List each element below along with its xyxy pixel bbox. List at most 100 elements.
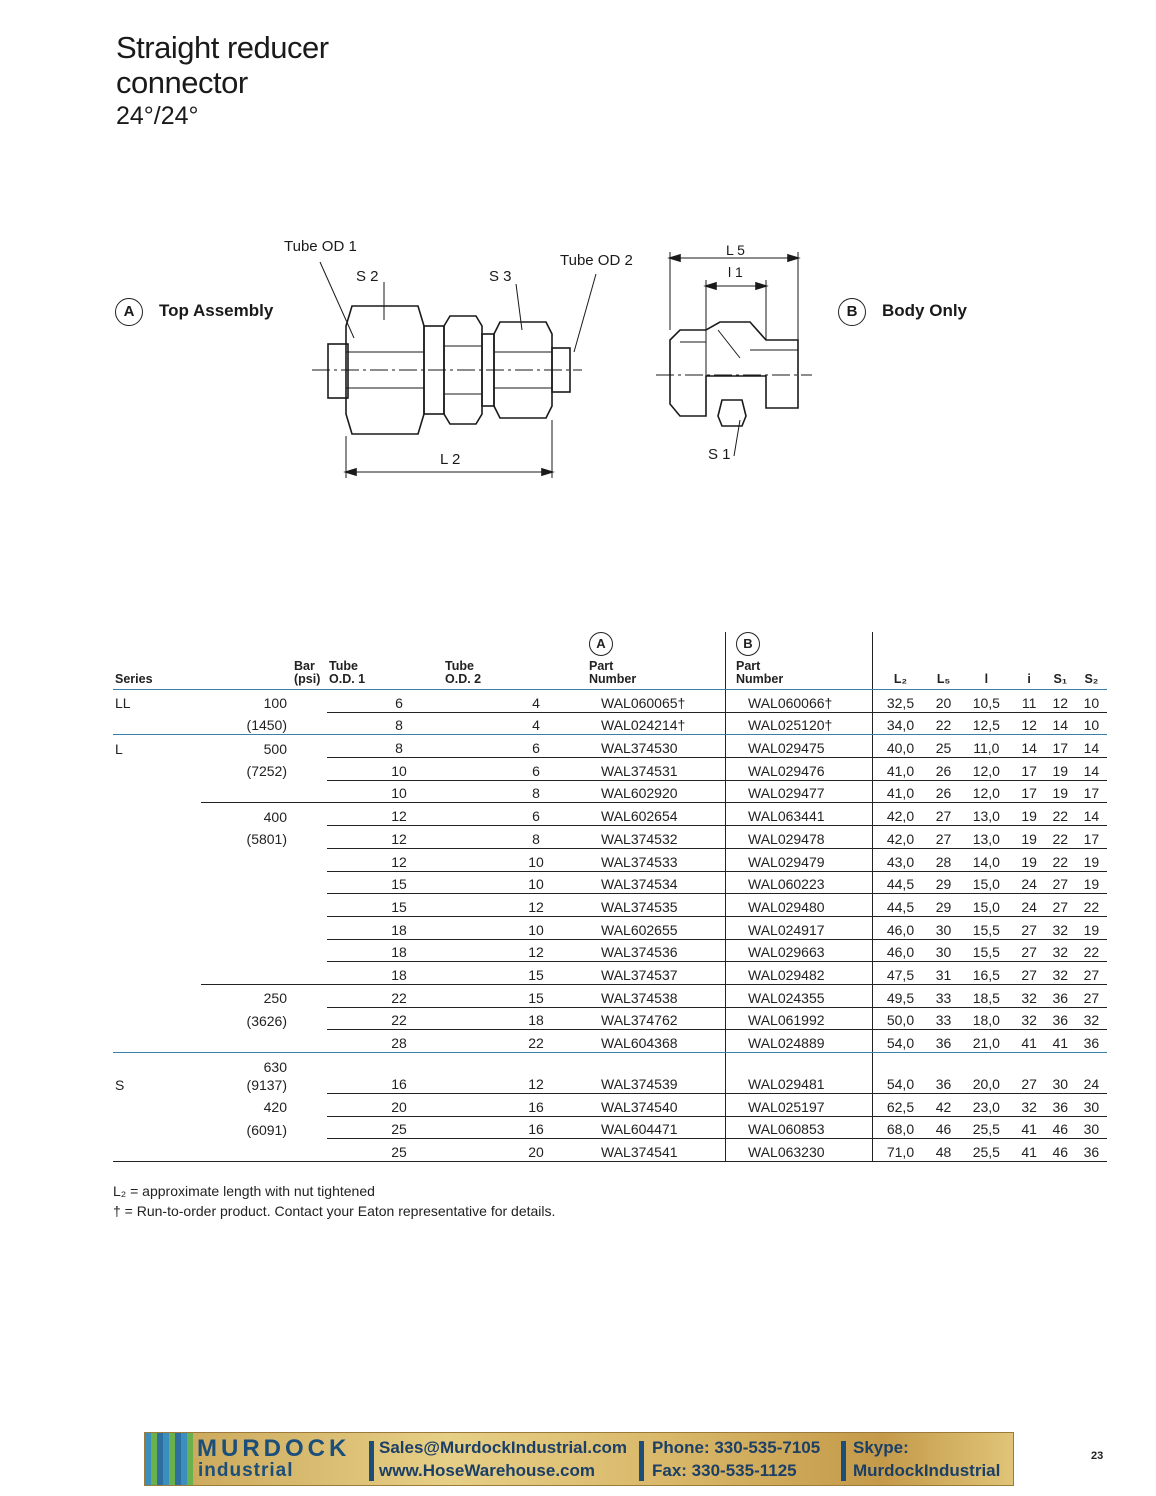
cell-l5: 27 [927,802,960,827]
cell-bar [201,1029,327,1053]
cell-i: 19 [1013,848,1045,872]
body-only-label: Body Only [882,301,968,320]
cell-series [113,712,201,736]
cell-s1: 22 [1044,848,1076,872]
cell-bar [201,961,327,985]
cell-i: 41 [1013,1116,1045,1140]
cell-i: 12 [1013,712,1045,736]
cell-l5: 42 [927,1093,960,1117]
cell-l5: 36 [927,1052,960,1094]
cell-od1: 15 [327,893,443,917]
cell-bar [201,848,327,871]
cell-od1: 22 [327,984,443,1008]
cell-l2: 42,0 [872,825,928,849]
cell-s1: 27 [1044,893,1076,917]
tube-od2-label: Tube OD 2 [560,252,633,269]
cell-s2: 30 [1075,1116,1107,1140]
cell-series [113,848,201,871]
cell-od2: 15 [443,961,579,985]
cell-i: 27 [1013,1052,1045,1094]
cell-bar: (6091) [246,1121,287,1138]
cell-od2: 15 [443,984,579,1008]
cell-s2: 17 [1075,780,1107,804]
cell-part-b: WAL029478 [725,825,873,849]
cell-s1: 36 [1044,1093,1076,1117]
col-bar-l2: (psi) [294,672,321,686]
col-pa-l1: Part [589,659,614,673]
col-l: l [959,632,1014,690]
cell-l: 25,5 [959,1116,1014,1140]
circle-b-icon: B [736,632,760,656]
cell-s1: 17 [1044,734,1076,759]
cell-i: 19 [1013,825,1045,849]
cell-part-b: WAL025120† [725,712,873,736]
cell-l2: 47,5 [872,961,928,985]
cell-s1: 19 [1044,780,1076,804]
col-bar: Bar(psi) [201,632,327,690]
cell-i: 27 [1013,961,1045,985]
cell-part-a: WAL374536 [579,939,726,963]
cell-od1: 12 [327,802,443,827]
cell-part-a: WAL602920 [579,780,726,804]
cell-part-a: WAL060065† [579,689,726,713]
cell-s1: 46 [1044,1116,1076,1140]
cell-i: 17 [1013,757,1045,781]
cell-bar [201,894,327,917]
cell-od1: 25 [327,1138,443,1163]
cell-part-a: WAL374531 [579,757,726,781]
cell-s1: 32 [1044,916,1076,940]
cell-bar [201,780,327,804]
cell-part-a: WAL374540 [579,1093,726,1117]
cell-bar: (7252) [246,763,287,780]
cell-l2: 54,0 [872,1052,928,1094]
cell-i: 27 [1013,939,1045,963]
cell-od1: 18 [327,939,443,963]
col-s2: S₂ [1075,632,1107,690]
footer-web[interactable]: www.HoseWarehouse.com [379,1461,596,1480]
page-number: 23 [1091,1450,1104,1462]
cell-od2: 20 [443,1138,579,1163]
cell-series [113,826,201,849]
cell-bar: 630(9137) [201,1053,327,1094]
cell-i: 11 [1013,689,1045,713]
cell-od1: 28 [327,1029,443,1053]
cell-s2: 19 [1075,848,1107,872]
cell-series [113,1029,201,1053]
col-l2: L₂ [872,632,928,690]
cell-part-a: WAL602655 [579,916,726,940]
cell-bar: 420 [263,1099,287,1116]
cell-l5: 28 [927,848,960,872]
cell-l2: 44,5 [872,893,928,917]
cell-od1: 12 [327,825,443,849]
page-subtitle: 24°/24° [116,102,199,130]
footer-email[interactable]: Sales@MurdockIndustrial.com [379,1438,628,1457]
l5-label: L 5 [726,242,745,258]
cell-od2: 6 [443,802,579,827]
cell-part-a: WAL374538 [579,984,726,1008]
cell-s1: 46 [1044,1138,1076,1163]
cell-s2: 14 [1075,802,1107,827]
footer-skype-id: MurdockIndustrial [853,1461,1001,1480]
cell-od1: 8 [327,712,443,736]
cell-part-b: WAL024917 [725,916,873,940]
cell-l5: 30 [927,939,960,963]
cell-i: 24 [1013,893,1045,917]
cell-od2: 10 [443,871,579,895]
col-i: i [1013,632,1045,690]
col-od1-l1: Tube [329,659,358,673]
cell-l: 15,5 [959,916,1014,940]
cell-series [113,758,201,781]
cell-s2: 24 [1075,1052,1107,1094]
cell-part-b: WAL060223 [725,871,873,895]
cell-l2: 34,0 [872,712,928,736]
